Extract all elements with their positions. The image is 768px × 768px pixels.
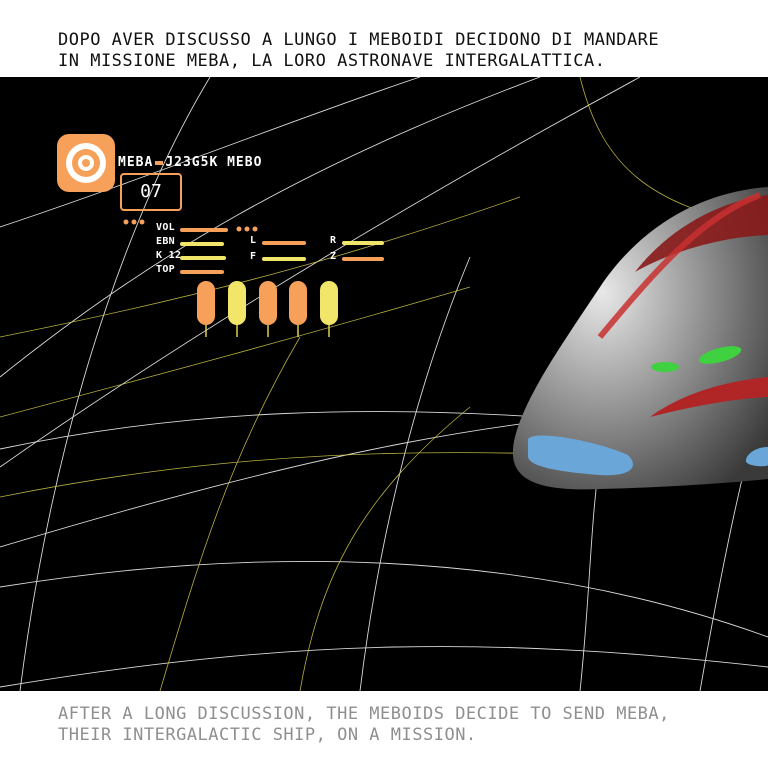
bar-f (262, 257, 306, 261)
label-ebn: EBN (156, 236, 175, 247)
hud-title-left: MEBA (118, 155, 154, 170)
bar-r (342, 241, 384, 245)
label-f: F (250, 251, 257, 262)
hud-title: MEBA J23G5K MEBO (118, 155, 262, 170)
target-icon (57, 134, 115, 192)
hud-title-right: J23G5K MEBO (165, 155, 263, 170)
bar-z (342, 257, 384, 261)
bar-l (262, 241, 306, 245)
indicator-dots-left (123, 219, 145, 225)
bar-ebn (180, 242, 224, 246)
hud-title-dash (155, 160, 164, 165)
spaceship (512, 187, 768, 490)
label-k12: K 12 (156, 250, 182, 261)
label-r: R (330, 235, 337, 246)
label-l: L (250, 235, 257, 246)
label-top: TOP (156, 264, 175, 275)
label-vol: VOL (156, 222, 175, 233)
label-z: Z (330, 251, 337, 262)
caption-italian: DOPO AVER DISCUSSO A LUNGO I MEBOIDI DEC… (58, 30, 660, 71)
space-grid (0, 77, 768, 691)
pill-gauges (197, 281, 338, 337)
bar-vol (180, 228, 228, 232)
hud-counter: 07 (120, 173, 182, 211)
bar-k12 (180, 256, 226, 260)
indicator-dots-right (236, 226, 258, 232)
caption-english: AFTER A LONG DISCUSSION, THE MEBOIDS DEC… (58, 704, 670, 745)
bar-top (180, 270, 224, 274)
